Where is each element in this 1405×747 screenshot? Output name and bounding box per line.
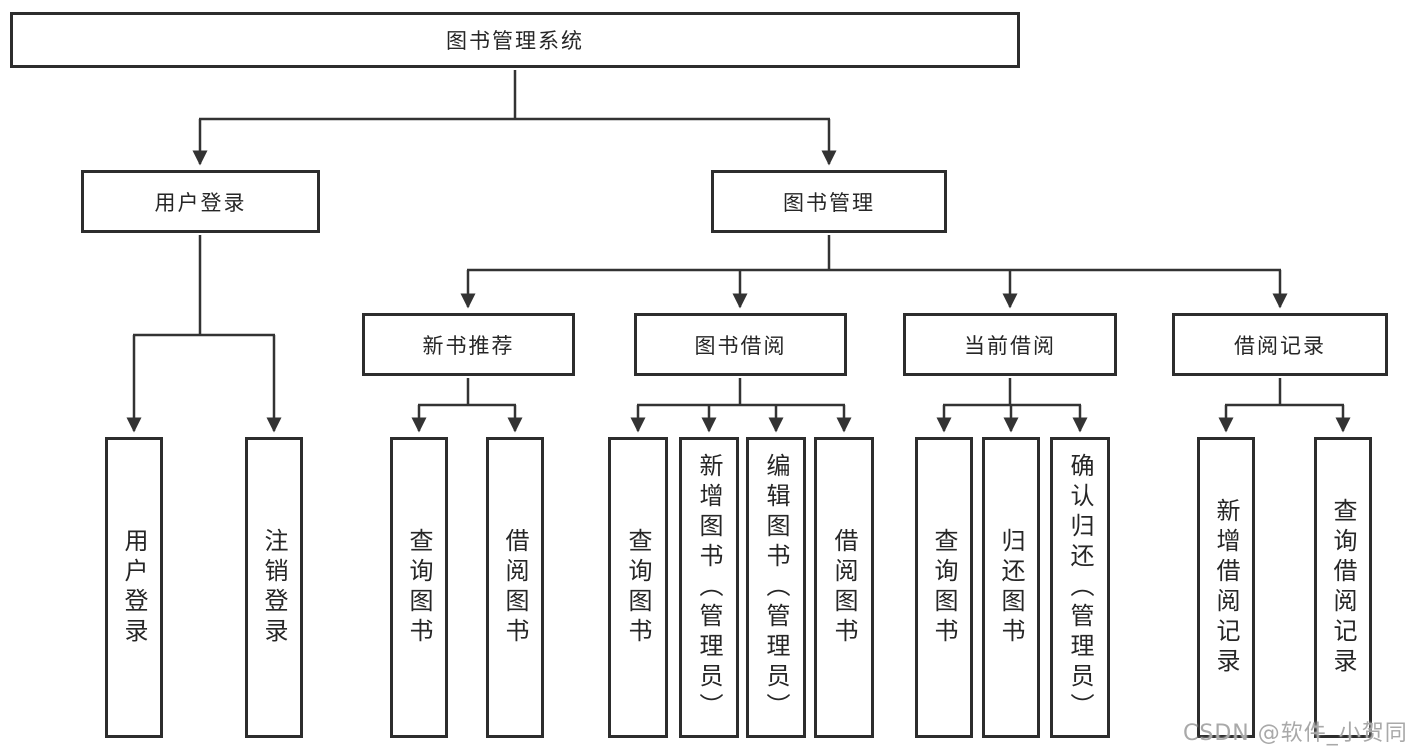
leaf-current-query-label: 查询图书 xyxy=(930,527,958,648)
leaf-user-login-label: 用户登录 xyxy=(120,527,148,648)
leaf-borrow-query: 查询图书 xyxy=(608,437,668,738)
leaf-record-add: 新增借阅记录 xyxy=(1197,437,1255,738)
node-new-book-recommend-label: 新书推荐 xyxy=(422,333,515,358)
node-user-login: 用户登录 xyxy=(81,170,320,233)
node-current-borrow: 当前借阅 xyxy=(903,313,1117,376)
node-root-label: 图书管理系统 xyxy=(446,29,584,53)
leaf-newbook-query: 查询图书 xyxy=(390,437,448,738)
leaf-current-return-label: 归还图书 xyxy=(997,527,1025,648)
node-current-borrow-label: 当前借阅 xyxy=(964,333,1056,358)
leaf-user-login: 用户登录 xyxy=(105,437,163,738)
node-book-management: 图书管理 xyxy=(711,170,947,233)
leaf-borrow-book: 借阅图书 xyxy=(814,437,874,738)
leaf-logout-label: 注销登录 xyxy=(260,527,288,648)
leaf-borrow-add-admin-label: 新增图书（管理员） xyxy=(695,452,723,723)
leaf-logout: 注销登录 xyxy=(245,437,303,738)
leaf-borrow-edit-admin-label: 编辑图书（管理员） xyxy=(762,452,790,723)
node-root: 图书管理系统 xyxy=(10,12,1020,68)
leaf-newbook-query-label: 查询图书 xyxy=(405,527,433,648)
node-book-management-label: 图书管理 xyxy=(783,190,875,215)
node-new-book-recommend: 新书推荐 xyxy=(362,313,575,376)
leaf-newbook-borrow-label: 借阅图书 xyxy=(501,527,529,648)
leaf-current-confirm-admin: 确认归还（管理员） xyxy=(1050,437,1110,738)
leaf-newbook-borrow: 借阅图书 xyxy=(486,437,544,738)
node-book-borrow-label: 图书借阅 xyxy=(694,333,787,358)
leaf-borrow-edit-admin: 编辑图书（管理员） xyxy=(746,437,806,738)
leaf-record-query-label: 查询借阅记录 xyxy=(1329,497,1357,678)
leaf-current-query: 查询图书 xyxy=(915,437,973,738)
watermark-text: CSDN @软件_小贺同学 xyxy=(1183,721,1405,746)
leaf-record-query: 查询借阅记录 xyxy=(1314,437,1372,738)
leaf-borrow-query-label: 查询图书 xyxy=(624,527,652,648)
leaf-record-add-label: 新增借阅记录 xyxy=(1212,497,1240,678)
node-borrow-records-label: 借阅记录 xyxy=(1234,333,1326,358)
leaf-borrow-add-admin: 新增图书（管理员） xyxy=(679,437,739,738)
node-borrow-records: 借阅记录 xyxy=(1172,313,1388,376)
leaf-borrow-book-label: 借阅图书 xyxy=(830,527,858,648)
node-book-borrow: 图书借阅 xyxy=(634,313,847,376)
node-user-login-label: 用户登录 xyxy=(154,190,247,215)
leaf-current-return: 归还图书 xyxy=(982,437,1040,738)
leaf-current-confirm-admin-label: 确认归还（管理员） xyxy=(1066,452,1094,723)
